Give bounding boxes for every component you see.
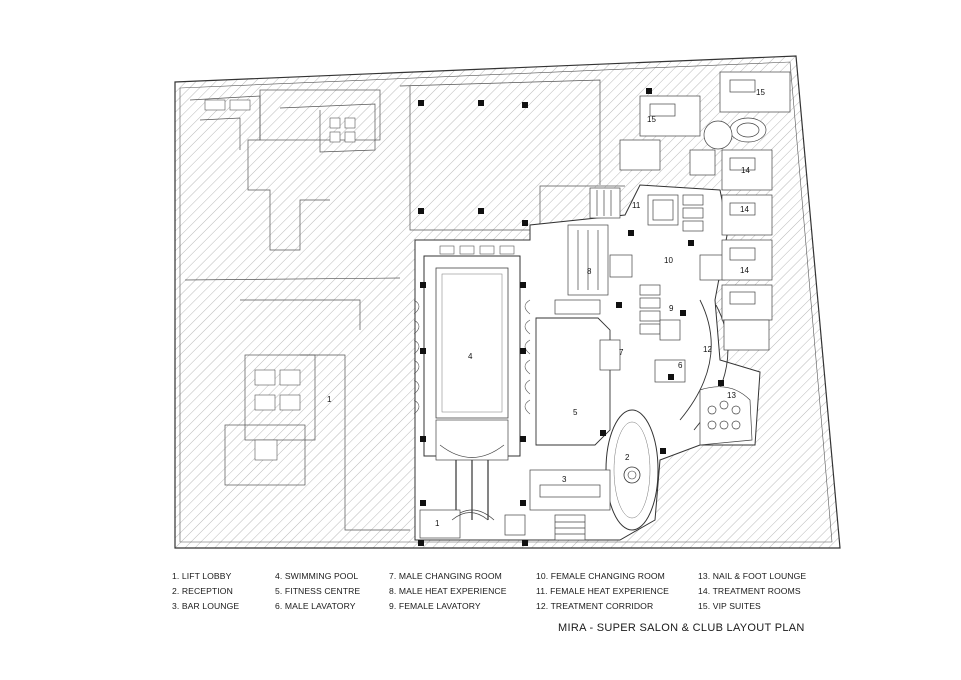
plan-number-1: 1	[327, 395, 332, 404]
legend-item: 9. FEMALE LAVATORY	[389, 601, 481, 611]
legend-column-4: 10. FEMALE CHANGING ROOM 11. FEMALE HEAT…	[536, 571, 698, 612]
floor-plan: 1 1 2 3 4 5 6 7 8 9 10 11 12 13 14 14 14…	[174, 55, 841, 549]
plan-number-14b: 14	[740, 205, 749, 214]
pool-loungers	[413, 245, 531, 415]
left-wing-outlines	[184, 79, 625, 531]
plan-number-11: 11	[632, 201, 641, 210]
plan-number-4: 4	[468, 352, 473, 361]
legend-item: 8. MALE HEAT EXPERIENCE	[389, 586, 507, 596]
plan-number-13: 13	[727, 391, 736, 400]
legend-item: 7. MALE CHANGING ROOM	[389, 571, 502, 581]
legend-column-5: 13. NAIL & FOOT LOUNGE 14. TREATMENT ROO…	[698, 571, 818, 612]
plan-number-8: 8	[587, 267, 592, 276]
plan-number-6: 6	[678, 361, 683, 370]
legend-item: 6. MALE LAVATORY	[275, 601, 356, 611]
plan-number-2: 2	[625, 453, 630, 462]
nail-foot-lounge	[699, 386, 753, 446]
legend-item: 1. LIFT LOBBY	[172, 571, 232, 581]
swimming-pool	[423, 255, 521, 521]
plan-number-1b: 1	[435, 519, 440, 528]
structural-columns[interactable]	[418, 88, 724, 546]
plan-number-3: 3	[562, 475, 567, 484]
fitness-centre	[535, 317, 611, 446]
heat-changing-block	[554, 139, 726, 383]
legend: 1. LIFT LOBBY 2. RECEPTION 3. BAR LOUNGE…	[172, 571, 818, 612]
bar-lounge	[529, 469, 611, 541]
plan-number-9: 9	[669, 304, 674, 313]
plan-number-14a: 14	[741, 166, 750, 175]
legend-item: 2. RECEPTION	[172, 586, 233, 596]
legend-item: 4. SWIMMING POOL	[275, 571, 359, 581]
reception-oval	[605, 409, 659, 531]
legend-item: 13. NAIL & FOOT LOUNGE	[698, 571, 807, 581]
legend-column-2: 4. SWIMMING POOL 5. FITNESS CENTRE 6. MA…	[275, 571, 389, 612]
treatment-rooms	[721, 149, 773, 351]
legend-item: 15. VIP SUITES	[698, 601, 761, 611]
plan-number-10: 10	[664, 256, 673, 265]
plan-number-5: 5	[573, 408, 578, 417]
legend-column-3: 7. MALE CHANGING ROOM 8. MALE HEAT EXPER…	[389, 571, 536, 612]
plan-number-7: 7	[619, 348, 624, 357]
plan-title: MIRA - SUPER SALON & CLUB LAYOUT PLAN	[558, 622, 805, 634]
lift-lobby	[419, 509, 526, 539]
legend-item: 10. FEMALE CHANGING ROOM	[536, 571, 665, 581]
left-wing-fixtures	[204, 99, 356, 461]
legend-item: 11. FEMALE HEAT EXPERIENCE	[536, 586, 669, 596]
legend-item: 3. BAR LOUNGE	[172, 601, 240, 611]
plan-number-15b: 15	[756, 88, 765, 97]
plan-number-14c: 14	[740, 266, 749, 275]
plan-number-15a: 15	[647, 115, 656, 124]
legend-column-1: 1. LIFT LOBBY 2. RECEPTION 3. BAR LOUNGE	[172, 571, 275, 612]
plan-number-12: 12	[703, 345, 712, 354]
plan-room-numbers: 1 1 2 3 4 5 6 7 8 9 10 11 12 13 14 14 14…	[327, 88, 765, 528]
legend-item: 14. TREATMENT ROOMS	[698, 586, 801, 596]
vip-suites	[639, 71, 791, 176]
legend-item: 5. FITNESS CENTRE	[275, 586, 361, 596]
legend-item: 12. TREATMENT CORRIDOR	[536, 601, 654, 611]
